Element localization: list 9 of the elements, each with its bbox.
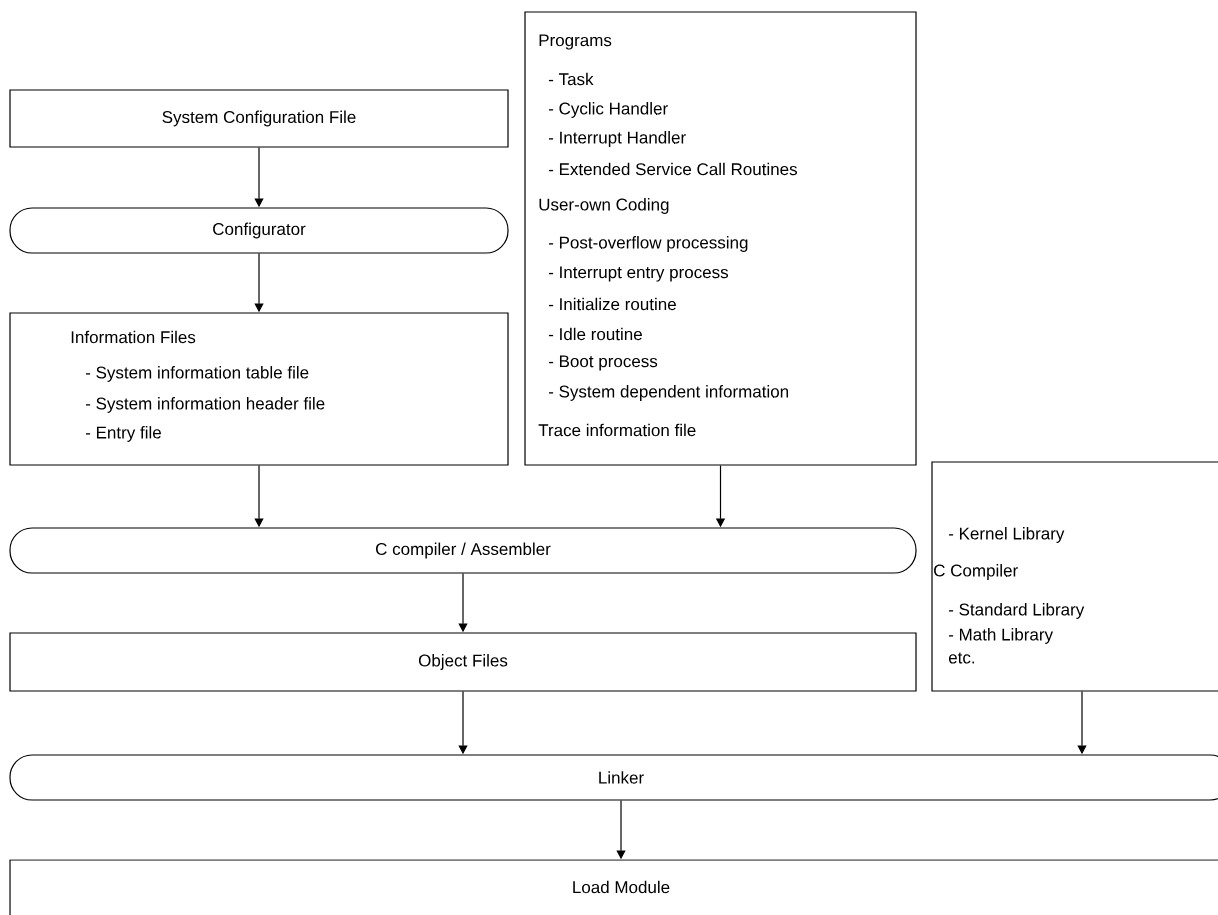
file-box: Programs - Task - Cyclic Handler - Interrupt Handler - Extended Service Call Routines User-own Coding - Post-overflow processing - Interrupt entry process - Initialize routine - Idle routine - Boot process - System dependent information Trace information file	[524, 11, 917, 466]
library-box: - Kernel Library C Compiler - Standard Library - Math Library etc.	[931, 461, 1218, 692]
file-box: Information Files - System information table file - System information header file - Entry file	[9, 312, 509, 466]
process-box: C compiler / Assembler	[9, 527, 917, 574]
process-box: Linker	[9, 754, 1218, 801]
file-box: Object Files	[9, 632, 917, 692]
module-box: Load Module	[9, 859, 1218, 915]
process-box: Configurator	[9, 207, 509, 254]
file-box: System Configuration File	[9, 89, 509, 148]
